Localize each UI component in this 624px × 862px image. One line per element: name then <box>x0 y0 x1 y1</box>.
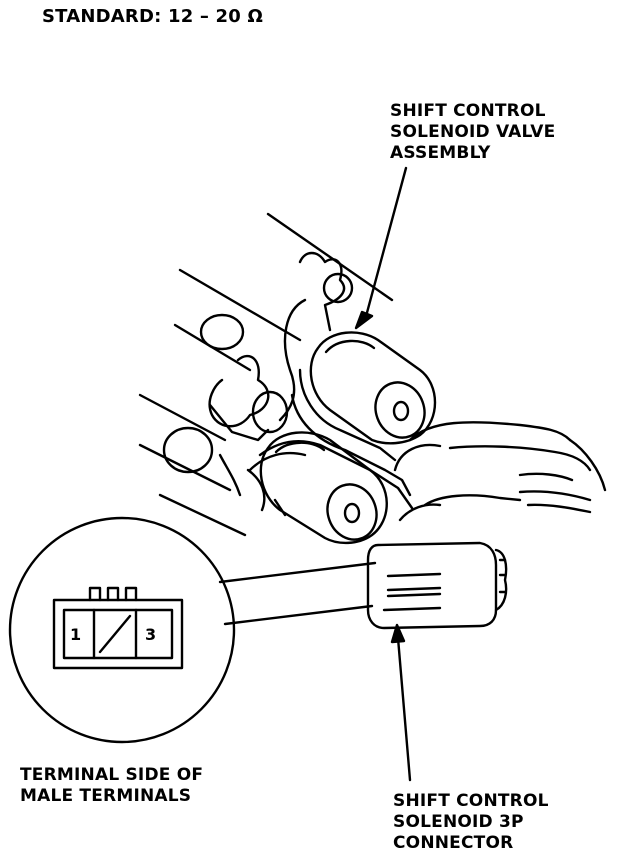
terminal-3: 3 <box>145 625 156 644</box>
valve-label-line-1: SHIFT CONTROL <box>390 101 546 121</box>
terminal-label-line-2: MALE TERMINALS <box>20 786 192 806</box>
connector-leader-arrow <box>390 623 412 782</box>
valve-label-line-3: ASSEMBLY <box>390 143 491 163</box>
lower-solenoid-valve <box>259 431 388 545</box>
standard-resistance-label: STANDARD: 12 – 20 Ω <box>42 6 263 27</box>
terminal-label-line-1: TERMINAL SIDE OF <box>20 765 204 785</box>
solenoid-bracket <box>248 368 414 510</box>
solenoid-connector-label: SHIFT CONTROL SOLENOID 3P CONNECTOR <box>393 791 549 854</box>
terminal-detail-magnifier <box>8 516 377 744</box>
terminal-face <box>52 586 184 670</box>
transmission-housing <box>138 212 607 537</box>
upper-solenoid-valve <box>309 331 437 445</box>
connector-label-line-1: SHIFT CONTROL <box>393 791 549 811</box>
solenoid-valve-assembly-label: SHIFT CONTROL SOLENOID VALVE ASSEMBLY <box>390 101 555 164</box>
connector-label-line-3: CONNECTOR <box>393 833 514 853</box>
valve-leader-arrow <box>354 166 408 330</box>
connector-label-line-2: SOLENOID 3P <box>393 812 524 832</box>
terminal-side-label: TERMINAL SIDE OF MALE TERMINALS <box>20 765 203 807</box>
terminal-1: 1 <box>70 625 81 644</box>
solenoid-3p-connector-drawing <box>366 541 508 630</box>
valve-label-line-2: SOLENOID VALVE <box>390 122 556 142</box>
